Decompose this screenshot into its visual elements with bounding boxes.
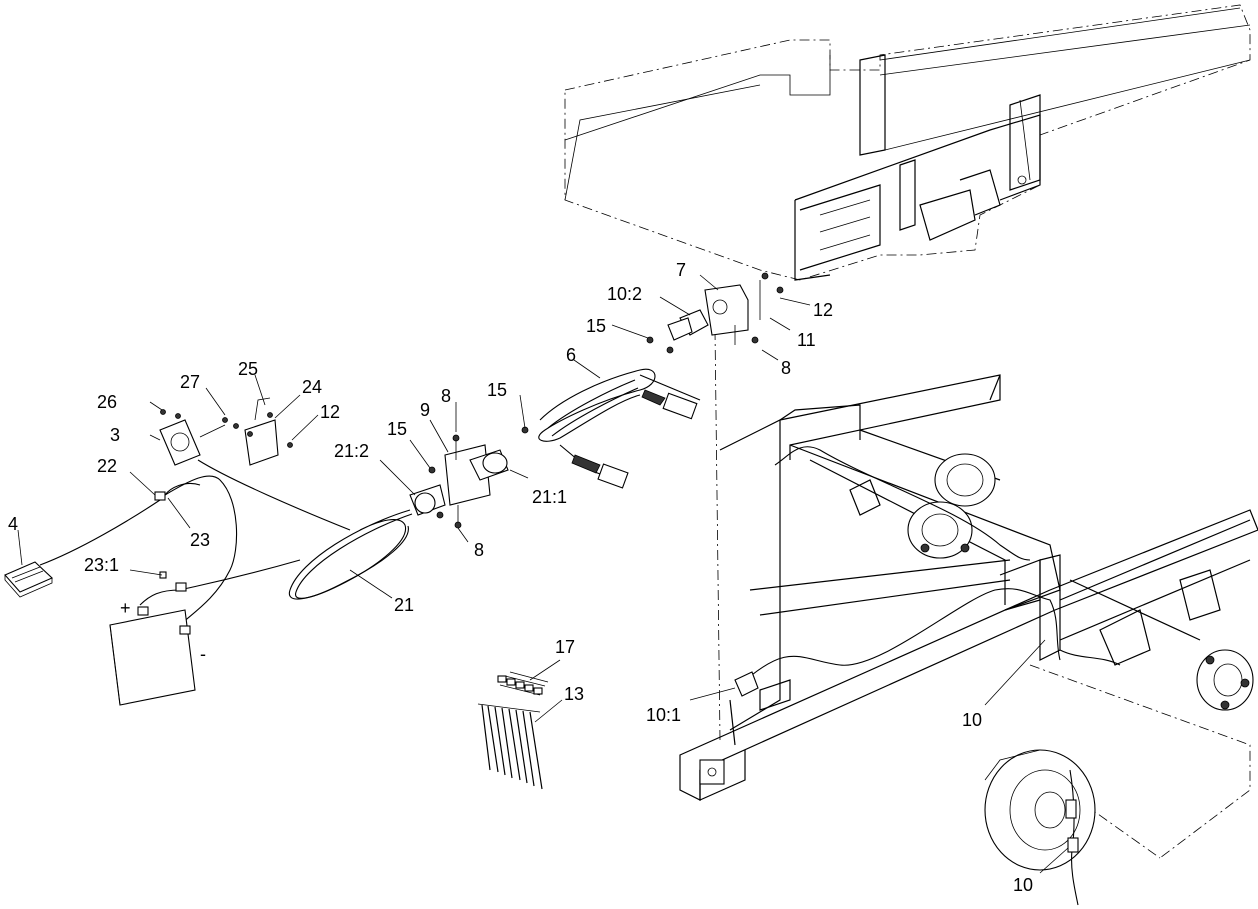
callout-10-trailer: 10 (962, 710, 982, 730)
callout-8-upper: 8 (781, 358, 791, 378)
callout-25: 25 (238, 359, 258, 379)
callout-labels: 7 10:2 12 15 11 6 8 15 8 27 25 24 26 12 … (8, 260, 1033, 895)
remote-unit (4, 561, 53, 598)
callout-17: 17 (555, 637, 575, 657)
callout-15-mid-right: 15 (487, 380, 507, 400)
cable-21 (197, 459, 413, 600)
trailer-axles (849, 429, 1254, 711)
coiled-cable (538, 368, 701, 489)
trailer-harness (734, 446, 1121, 697)
callout-21-2: 21:2 (334, 441, 369, 461)
callout-15-mid-left: 15 (387, 419, 407, 439)
callout-10-drum: 10 (1013, 875, 1033, 895)
callout-23-1: 23:1 (84, 555, 119, 575)
callout-13: 13 (564, 684, 584, 704)
cable-ties (477, 671, 549, 790)
truck-frame (564, 4, 1251, 281)
battery-positive-mark: + (120, 598, 131, 618)
callout-8-mid: 8 (441, 386, 451, 406)
trailer-frame (679, 374, 1258, 801)
callout-4: 4 (8, 514, 18, 534)
callout-9: 9 (420, 400, 430, 420)
brake-drum (984, 749, 1096, 906)
callout-15-upper: 15 (586, 316, 606, 336)
battery-wiring (39, 475, 301, 706)
receptacle-bracket (646, 272, 784, 354)
callout-3: 3 (110, 425, 120, 445)
callout-12-upper: 12 (813, 300, 833, 320)
battery-negative-mark: - (200, 644, 206, 664)
callout-7: 7 (676, 260, 686, 280)
callout-22: 22 (97, 456, 117, 476)
callout-10-1: 10:1 (646, 705, 681, 725)
callout-12-left: 12 (320, 402, 340, 422)
callout-23: 23 (190, 530, 210, 550)
plug-bracket (409, 426, 529, 529)
callout-leaders (17, 274, 1069, 874)
callout-10-2: 10:2 (607, 284, 642, 304)
callout-11: 11 (797, 330, 816, 350)
callout-6: 6 (566, 345, 576, 365)
callout-21: 21 (394, 595, 414, 615)
callout-21-1: 21:1 (532, 487, 567, 507)
callout-26: 26 (97, 392, 117, 412)
callout-27: 27 (180, 372, 200, 392)
callout-24: 24 (302, 377, 322, 397)
callout-8-lower: 8 (474, 540, 484, 560)
brake-controller (159, 397, 293, 466)
